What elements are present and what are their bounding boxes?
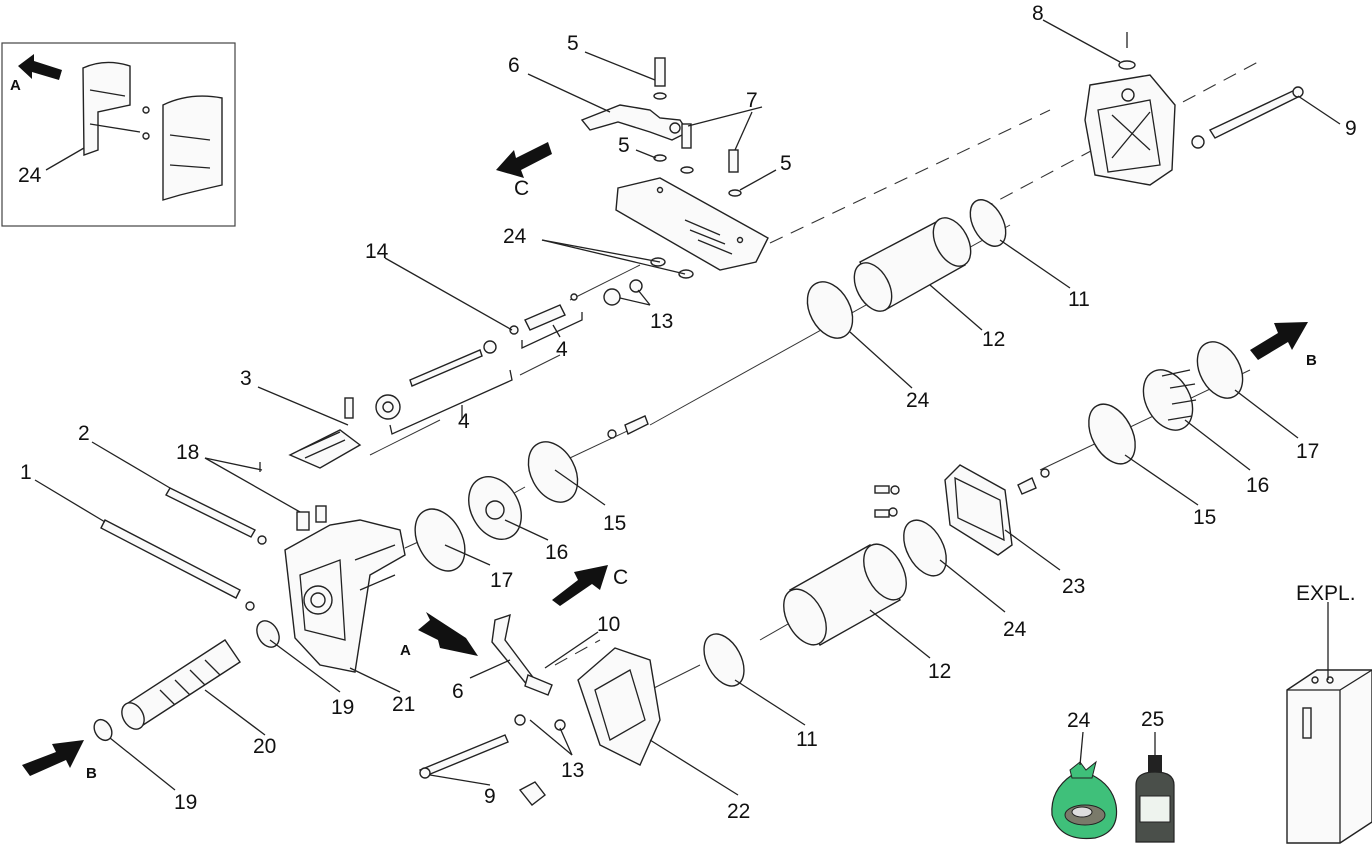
assembled-unit-illustration: EXPL.: [1286, 582, 1372, 844]
label-17-mid: 17: [490, 569, 513, 592]
label-20: 20: [253, 735, 276, 758]
top-end-cap: [1084, 32, 1304, 186]
label-25: 25: [1141, 708, 1164, 731]
label-7: 7: [746, 89, 758, 112]
label-9-top: 9: [1345, 117, 1357, 140]
label-22: 22: [727, 800, 750, 823]
hose-and-fitting: [491, 613, 553, 696]
label-13-top: 13: [650, 310, 673, 333]
arrow-a-inset-label: A: [10, 77, 21, 94]
label-14: 14: [365, 240, 389, 263]
label-24-inset: 24: [18, 164, 42, 187]
middle-piston-group: [414, 415, 649, 572]
label-4-upper: 4: [556, 338, 568, 361]
inset-detail-box: A 24: [1, 42, 236, 227]
gasket-plate: [874, 464, 1013, 556]
label-9-bottom: 9: [484, 785, 496, 808]
label-24-kit: 24: [1067, 709, 1091, 732]
label-21: 21: [392, 693, 415, 716]
label-6-bottom: 6: [452, 680, 464, 703]
part-number-labels: 5 6 7 5 5 8 9 24 11 13 12 14 4 3 24 4 2 …: [20, 2, 1357, 823]
bottom-end-cap: [419, 647, 661, 806]
seal-kit-bag-icon: [1051, 760, 1118, 840]
arrow-c-top: [496, 142, 552, 178]
label-19-mid: 19: [331, 696, 354, 719]
label-17-right: 17: [1296, 440, 1319, 463]
arrow-b-right-label: B: [1306, 352, 1317, 369]
label-11-bottom: 11: [796, 728, 818, 751]
label-16-mid: 16: [545, 541, 568, 564]
arrow-a-main: [418, 612, 478, 656]
label-3: 3: [240, 367, 252, 390]
label-4-lower: 4: [458, 410, 470, 433]
leader-lines: [34, 19, 1341, 796]
label-1: 1: [20, 461, 32, 484]
label-24-upper-ring: 24: [906, 389, 930, 412]
label-19-left: 19: [174, 791, 197, 814]
arrow-a-main-label: A: [400, 642, 411, 659]
label-15-mid: 15: [603, 512, 626, 535]
label-8: 8: [1032, 2, 1044, 25]
top-lever-assembly: C: [496, 57, 769, 306]
label-13-bottom: 13: [561, 759, 584, 782]
arrow-b-left: [22, 740, 84, 776]
arrow-b-right: [1250, 322, 1308, 360]
label-5-right: 5: [780, 152, 792, 175]
label-18: 18: [176, 441, 199, 464]
label-23: 23: [1062, 575, 1085, 598]
label-12-bottom: 12: [928, 660, 951, 683]
upper-barrel: [806, 199, 1007, 339]
right-piston-group: B: [1017, 322, 1317, 495]
label-16-right: 16: [1246, 474, 1269, 497]
label-12-top: 12: [982, 328, 1005, 351]
label-24-lower-ring: 24: [1003, 618, 1027, 641]
label-24-plate: 24: [503, 225, 527, 248]
main-housing: [284, 519, 406, 673]
label-2: 2: [78, 422, 90, 445]
oil-bottle-icon: [1135, 755, 1175, 843]
lower-barrel: [703, 519, 947, 687]
arrow-c-top-label: C: [514, 177, 529, 200]
expl-label: EXPL.: [1296, 582, 1356, 605]
label-15-right: 15: [1193, 506, 1216, 529]
arrow-c-mid: [552, 565, 608, 606]
label-10: 10: [597, 613, 620, 636]
label-6-top: 6: [508, 54, 520, 77]
arrow-c-mid-label: C: [613, 566, 628, 589]
arrow-a-inset: [18, 54, 62, 80]
label-11-top: 11: [1068, 288, 1090, 311]
shafts: B: [22, 487, 280, 782]
label-5-top: 5: [567, 32, 579, 55]
valve-gear-group: [259, 293, 578, 531]
arrow-b-left-label: B: [86, 765, 97, 782]
label-5-mid: 5: [618, 134, 630, 157]
